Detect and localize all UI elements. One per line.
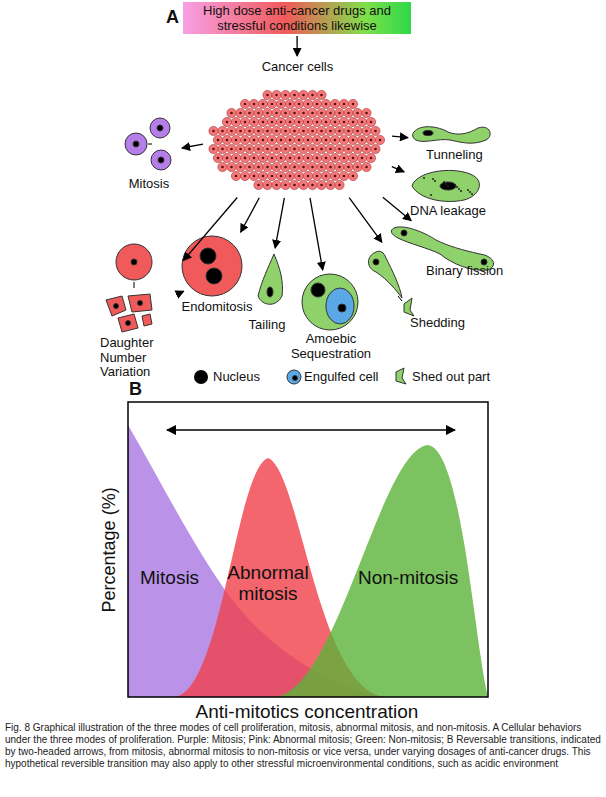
- node-text: Daughter Number Variation: [100, 336, 170, 380]
- legend-text: Nucleus: [213, 370, 260, 384]
- node-text: Cancer cells: [205, 60, 390, 75]
- mitosis-cells: [125, 118, 171, 170]
- arrow-connector: [392, 136, 408, 138]
- node-text: Mitosis: [118, 177, 180, 192]
- tunneling-cell: [413, 127, 490, 143]
- shedding-cell: [369, 251, 415, 316]
- node-text: High dose anti-cancer drugs and stressfu…: [187, 4, 407, 33]
- arrow-connector: [241, 198, 260, 232]
- series-label: Non-mitosis: [358, 568, 458, 589]
- arrow-connector: [183, 198, 237, 261]
- amoebic-cell: [302, 274, 358, 330]
- cancer-cell-cluster: Cancer cells: [205, 58, 390, 196]
- panel-letter: B: [129, 380, 142, 400]
- axis-title: Percentage (%): [100, 487, 120, 612]
- endomitosis-cell: [182, 236, 242, 296]
- daughter-variation-box: Daughter Number Variation: [98, 242, 182, 381]
- arrow-connector: [310, 198, 323, 270]
- node-text: Amoebic Sequestration: [283, 332, 379, 361]
- series-label: Mitosis: [140, 568, 199, 589]
- node-text: DNA leakage: [410, 204, 498, 219]
- dna-leakage-box: DNA leakage: [406, 164, 498, 220]
- arrow-connector: [296, 36, 297, 56]
- arrow-connector: [275, 198, 284, 248]
- tailing-cell: [258, 254, 283, 304]
- dna-leakage-cell: [412, 170, 479, 201]
- arrow-connector: [392, 167, 404, 172]
- node-text: Tailing: [244, 318, 290, 333]
- endomitosis-box: Endomitosis: [178, 234, 256, 318]
- legend-text: Shed out part: [412, 370, 490, 384]
- tunneling-box: Tunneling: [410, 120, 496, 164]
- tailing-box: Tailing: [244, 250, 290, 334]
- legend-samples: [287, 368, 406, 384]
- legend-swatch: [194, 370, 208, 384]
- arrow-connector: [176, 291, 184, 295]
- drug-condition-box: High dose anti-cancer drugs and stressfu…: [183, 2, 411, 34]
- distribution-plot: [128, 402, 488, 697]
- shedding-box: Shedding: [364, 244, 468, 334]
- arrow-connector: [182, 144, 203, 148]
- node-text: Binary fission: [426, 264, 508, 279]
- legend-text: Engulfed cell: [304, 370, 378, 384]
- series-label: Abnormal mitosis: [223, 563, 313, 605]
- figure-caption: Fig. 8 Graphical illustration of the thr…: [5, 722, 601, 770]
- arrow-connector: [349, 198, 382, 243]
- panel-letter: A: [166, 8, 179, 28]
- amoebic-box: Amoebic Sequestration: [283, 272, 379, 362]
- axis-title: Anti-mitotics concentration: [196, 702, 419, 723]
- node-text: Endomitosis: [178, 300, 256, 315]
- binary-fission-box: Binary fission: [388, 222, 508, 280]
- node-text: Shedding: [410, 316, 468, 331]
- cancer-cell-cluster: [209, 90, 385, 189]
- arrow-connector: [383, 197, 411, 220]
- node-text: Tunneling: [426, 148, 496, 163]
- daughter-cells: [106, 244, 152, 332]
- mitosis-label-box: Mitosis: [118, 114, 180, 194]
